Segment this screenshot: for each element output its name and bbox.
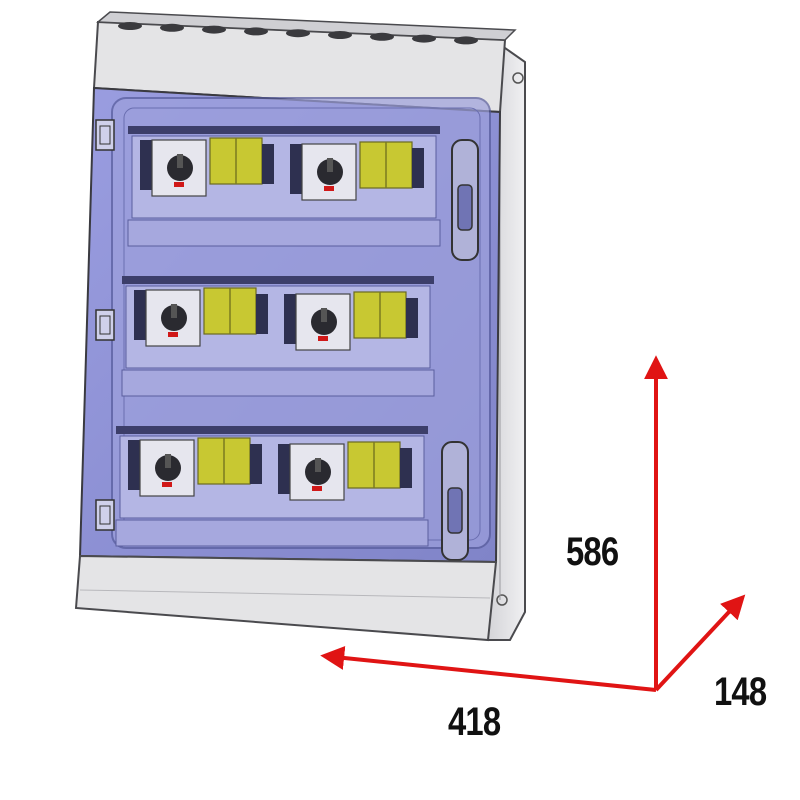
hinge (95, 119, 115, 151)
end-clamp (290, 144, 302, 194)
knockout-hole (454, 36, 478, 45)
din-rail-rows (115, 126, 441, 547)
switch-marker (312, 486, 322, 491)
hinge (95, 499, 115, 531)
enclosure-base (74, 554, 498, 642)
din-row (121, 276, 435, 397)
knockout-hole (202, 25, 226, 34)
depth-arrow (654, 594, 746, 692)
switch-marker (318, 336, 328, 341)
end-clamp (128, 440, 140, 490)
switch-pointer (327, 158, 333, 172)
end-clamp (278, 444, 290, 494)
knockout-hole (118, 22, 142, 30)
switch-marker (162, 482, 172, 487)
end-clamp (284, 294, 296, 344)
end-clamp (400, 448, 412, 488)
hinge-slot (99, 505, 111, 525)
width-arrow (320, 646, 657, 692)
end-clamp (406, 298, 418, 338)
rail-cover (121, 369, 435, 397)
rail-top-bar (128, 126, 440, 134)
door-lock-top (451, 139, 479, 261)
switch-pointer (171, 304, 177, 318)
rail-top-bar (122, 276, 434, 284)
end-clamp (412, 148, 424, 188)
height-label: 586 (566, 530, 619, 574)
end-clamp (140, 140, 152, 190)
knockout-hole (160, 23, 184, 32)
knockout-hole (286, 29, 310, 38)
switch-pointer (315, 458, 321, 472)
din-row (115, 426, 429, 547)
switch-pointer (165, 454, 171, 468)
hinge-slot (99, 315, 111, 335)
knockout-hole (412, 34, 436, 43)
end-clamp (250, 444, 262, 484)
knockout-hole (244, 27, 268, 36)
din-row (127, 126, 441, 247)
switch-marker (324, 186, 334, 191)
switch-pointer (177, 154, 183, 168)
width-label: 418 (448, 700, 501, 744)
hinge-slot (99, 125, 111, 145)
rail-top-bar (116, 426, 428, 434)
door-hinges (95, 119, 115, 531)
knockout-hole (328, 31, 352, 39)
depth-label: 148 (714, 670, 767, 714)
door-lock-bottom (441, 441, 469, 561)
switch-marker (168, 332, 178, 337)
dimension-arrows (320, 355, 746, 692)
switch-pointer (321, 308, 327, 322)
end-clamp (262, 144, 274, 184)
hinge (95, 309, 115, 341)
enclosure-top-lid (92, 11, 517, 114)
knockout-hole (370, 32, 394, 41)
cable-knockouts (118, 22, 478, 45)
end-clamp (134, 290, 146, 340)
end-clamp (256, 294, 268, 334)
rail-cover (127, 219, 441, 247)
switch-marker (174, 182, 184, 187)
rail-cover (115, 519, 429, 547)
